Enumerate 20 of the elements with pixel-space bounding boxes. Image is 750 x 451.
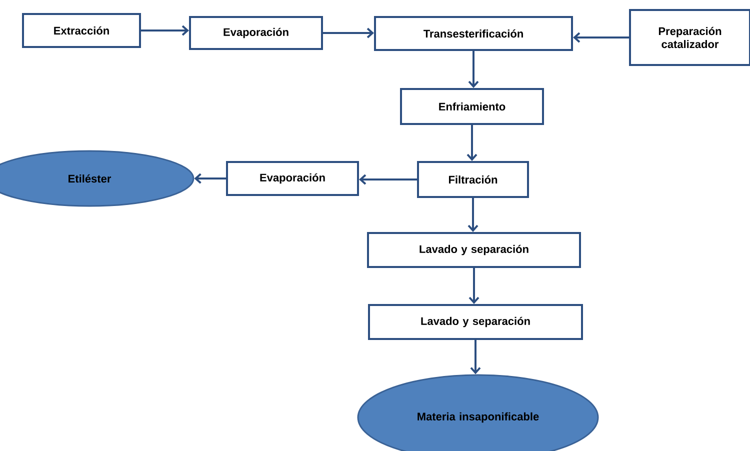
arrow [323, 28, 374, 38]
arrow [573, 32, 629, 43]
ellipse-node: Materia insaponificable [357, 374, 599, 451]
arrow [468, 51, 479, 88]
process-box: Enfriamiento [400, 88, 544, 125]
arrow [470, 340, 481, 374]
arrow [141, 25, 189, 36]
process-box: Extracción [22, 13, 141, 48]
arrow [359, 174, 417, 185]
arrow [466, 125, 478, 161]
arrow [194, 173, 226, 184]
process-box: Preparación catalizador [629, 9, 750, 66]
process-box: Lavado y separación [368, 304, 583, 340]
arrow [468, 198, 478, 232]
arrow [468, 268, 480, 304]
process-box: Transesterificación [374, 16, 573, 51]
process-box: Filtración [417, 161, 529, 198]
process-box: Evaporación [226, 161, 359, 196]
process-box: Evaporación [189, 16, 323, 50]
process-box: Lavado y separación [367, 232, 581, 268]
